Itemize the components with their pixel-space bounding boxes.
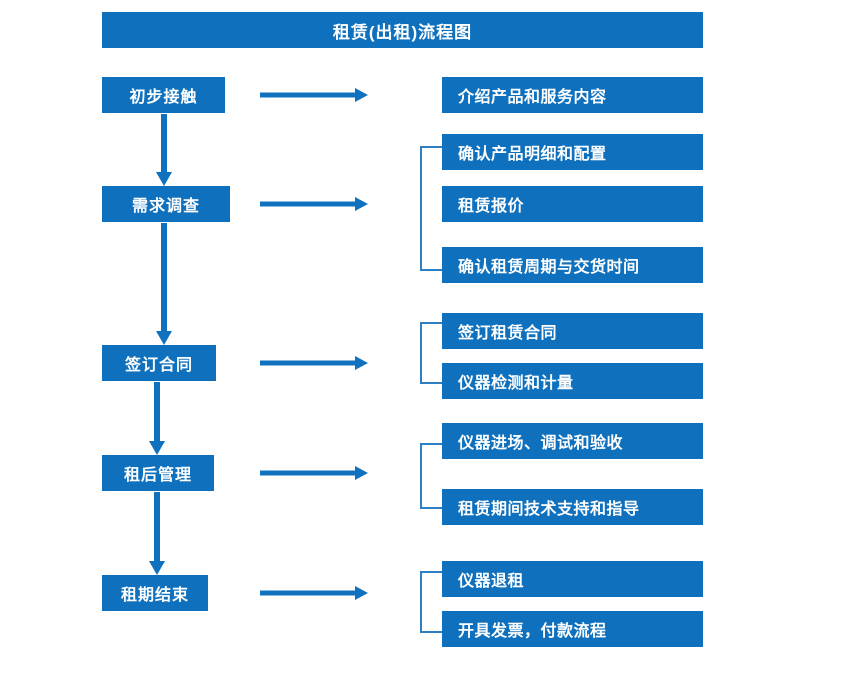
group-bracket-icon-sign-contract [420, 322, 442, 384]
detail-box-invoice-payment[interactable]: 开具发票，付款流程 [442, 611, 703, 647]
stage-box-needs-survey[interactable]: 需求调查 [102, 186, 230, 222]
stage-box-initial-contact[interactable]: 初步接触 [102, 77, 225, 113]
detail-box-instrument-return[interactable]: 仪器退租 [442, 561, 703, 597]
page-title: 租赁(出租)流程图 [102, 12, 703, 48]
group-bracket-icon-post-rental [420, 443, 442, 509]
stage-box-rental-period-end[interactable]: 租期结束 [102, 575, 208, 611]
detail-box-technical-support[interactable]: 租赁期间技术支持和指导 [442, 489, 703, 525]
detail-box-sign-rental-contract[interactable]: 签订租赁合同 [442, 313, 703, 349]
detail-box-instrument-entry-debug[interactable]: 仪器进场、调试和验收 [442, 423, 703, 459]
arrow-down-icon-mgmt-to-end [149, 492, 165, 575]
stage-box-sign-contract[interactable]: 签订合同 [102, 345, 216, 381]
arrow-right-icon-sign-contract [260, 356, 368, 370]
group-bracket-icon-rental-end [420, 571, 442, 633]
arrow-down-icon-contract-to-mgmt [149, 382, 165, 455]
detail-box-introduce-products[interactable]: 介绍产品和服务内容 [442, 77, 703, 113]
arrow-right-icon-post-rental-mgmt [260, 466, 368, 480]
detail-box-confirm-period-delivery[interactable]: 确认租赁周期与交货时间 [442, 247, 703, 283]
detail-box-instrument-inspection[interactable]: 仪器检测和计量 [442, 363, 703, 399]
arrow-right-icon-initial-contact [260, 88, 368, 102]
group-bracket-icon-needs-survey [420, 146, 442, 271]
detail-box-rental-quotation[interactable]: 租赁报价 [442, 186, 703, 222]
detail-box-confirm-product-details[interactable]: 确认产品明细和配置 [442, 134, 703, 170]
arrow-right-icon-rental-period-end [260, 586, 368, 600]
arrow-down-icon-contact-to-survey [156, 114, 172, 186]
arrow-right-icon-needs-survey [260, 197, 368, 211]
stage-box-post-rental-mgmt[interactable]: 租后管理 [102, 455, 214, 491]
arrow-down-icon-survey-to-contract [156, 223, 172, 345]
